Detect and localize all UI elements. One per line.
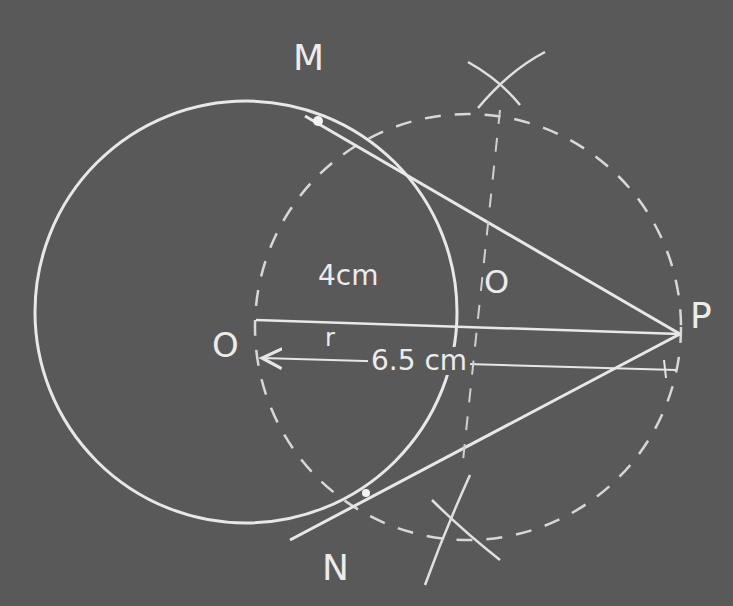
arc-mark [468, 62, 520, 105]
point-label: P [690, 298, 712, 334]
point-label: O [484, 266, 509, 298]
center-line [256, 320, 680, 334]
point-label: O [212, 328, 239, 362]
arc-mark [478, 52, 545, 108]
dimension-tick [664, 360, 666, 378]
tangent-pm [305, 116, 680, 334]
main-circle [35, 101, 457, 523]
arc-mark [425, 475, 470, 585]
dimension-label: 6.5 cm [368, 347, 470, 375]
point-label: N [322, 550, 349, 586]
arc-mark [432, 500, 500, 560]
tangent-point [313, 116, 323, 126]
dimension-label: 4cm [318, 262, 378, 290]
construction-circle [255, 114, 681, 540]
tangent-point [362, 489, 370, 497]
radius-label: r [322, 326, 338, 350]
point-label: M [293, 40, 324, 76]
